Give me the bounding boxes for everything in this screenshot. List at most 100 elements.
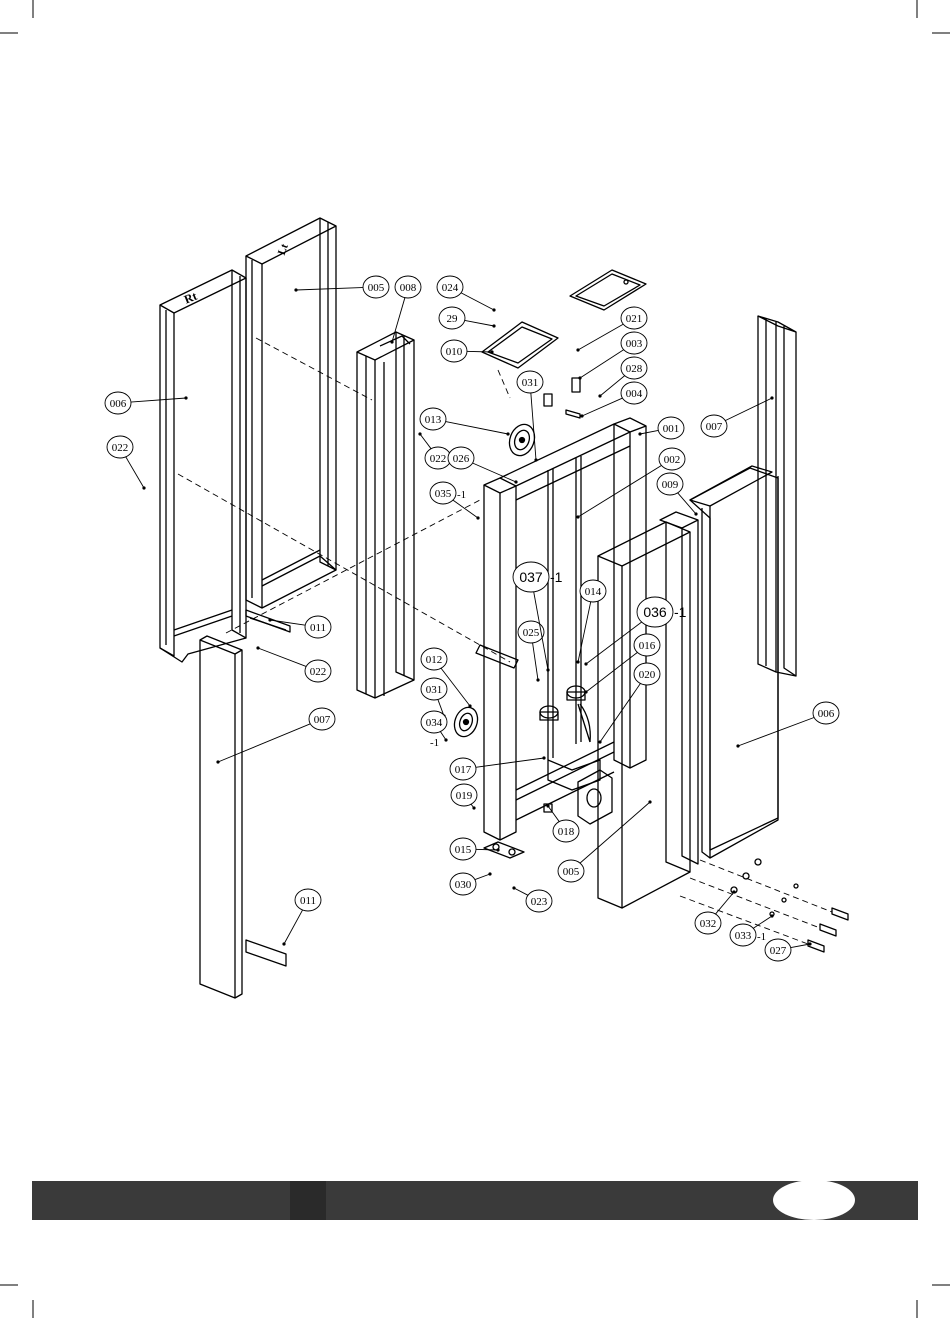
callout-label: 014 bbox=[585, 586, 602, 598]
leader-dot bbox=[584, 690, 587, 693]
callout-009: 009 bbox=[657, 473, 698, 516]
part-006-right-shroud bbox=[690, 466, 778, 858]
leader-dot bbox=[444, 738, 447, 741]
callout-label: 033 bbox=[735, 930, 752, 942]
part-007-left-lower-panel bbox=[200, 636, 286, 998]
callout-004: 004 bbox=[580, 382, 647, 418]
callout-022: 022 bbox=[418, 432, 451, 469]
callout-006: 006 bbox=[105, 392, 188, 414]
leader-line bbox=[582, 397, 624, 416]
leader-dot bbox=[492, 324, 495, 327]
callout-036: 036-1 bbox=[584, 597, 686, 666]
leader-line bbox=[640, 430, 660, 434]
callout-label: 008 bbox=[400, 282, 417, 294]
footer-tab bbox=[290, 1181, 326, 1220]
leader-line bbox=[258, 648, 308, 667]
leader-line bbox=[724, 398, 772, 421]
callout-suffix: -1 bbox=[550, 569, 563, 585]
leader-line bbox=[296, 287, 365, 290]
callout-011: 011 bbox=[282, 889, 321, 946]
leader-line bbox=[578, 323, 624, 350]
leader-dot bbox=[496, 848, 499, 851]
callout-010: 010 bbox=[441, 340, 494, 362]
leader-dot bbox=[542, 756, 545, 759]
leader-dot bbox=[580, 414, 583, 417]
leader-dot bbox=[256, 646, 259, 649]
leader-dot bbox=[584, 662, 587, 665]
callout-030: 030 bbox=[450, 872, 492, 895]
leader-dot bbox=[598, 740, 601, 743]
leader-dot bbox=[732, 890, 735, 893]
callout-label: 005 bbox=[563, 866, 580, 878]
callout-022: 022 bbox=[107, 436, 146, 490]
callout-label: 032 bbox=[700, 918, 717, 930]
callout-label: 024 bbox=[442, 282, 459, 294]
leader-dot bbox=[390, 340, 393, 343]
callout-label: 017 bbox=[455, 764, 472, 776]
callout-suffix: -1 bbox=[674, 604, 687, 620]
leader-dot bbox=[576, 660, 579, 663]
leader-dot bbox=[294, 288, 297, 291]
leader-line bbox=[463, 320, 494, 326]
leader-dot bbox=[488, 872, 491, 875]
callout-label: 021 bbox=[626, 313, 643, 325]
callout-label: 011 bbox=[300, 895, 316, 907]
callout-label: 002 bbox=[664, 454, 681, 466]
leader-dot bbox=[492, 308, 495, 311]
callout-label: 007 bbox=[706, 421, 723, 433]
part-018-plate bbox=[578, 770, 612, 824]
callout-label: 004 bbox=[626, 388, 643, 400]
callout-label: 003 bbox=[626, 338, 643, 350]
part-005-front-shroud bbox=[598, 522, 690, 908]
callout-label: 015 bbox=[455, 844, 472, 856]
callout-label: 019 bbox=[456, 790, 473, 802]
leader-line bbox=[129, 398, 186, 402]
callout-001: 001 bbox=[638, 417, 684, 439]
leader-line bbox=[600, 683, 641, 742]
callout-label: 022 bbox=[310, 666, 327, 678]
callout-017: 017 bbox=[450, 756, 546, 780]
leader-line bbox=[420, 434, 431, 449]
leader-line bbox=[578, 465, 663, 517]
callout-label: 035 bbox=[435, 488, 452, 500]
callout-label: 007 bbox=[314, 714, 331, 726]
callout-007: 007 bbox=[701, 396, 774, 437]
callout-label: 020 bbox=[639, 669, 656, 681]
leader-line bbox=[218, 723, 312, 762]
leader-line bbox=[752, 916, 772, 929]
leader-dot bbox=[534, 458, 537, 461]
part-007-right-rail bbox=[758, 316, 796, 676]
leader-line bbox=[578, 602, 591, 662]
callout-label: 026 bbox=[453, 453, 470, 465]
leader-dot bbox=[476, 516, 479, 519]
part-002-guide-rods bbox=[548, 456, 581, 760]
callout-015: 015 bbox=[450, 838, 500, 860]
callout-013: 013 bbox=[420, 408, 510, 436]
callout-label: 034 bbox=[426, 717, 443, 729]
leader-line bbox=[452, 499, 478, 518]
leader-dot bbox=[536, 678, 539, 681]
callout-034: 034-1 bbox=[421, 711, 448, 749]
callout-023: 023 bbox=[512, 886, 552, 912]
leader-line bbox=[548, 806, 560, 822]
callout-022: 022 bbox=[256, 646, 331, 682]
callout-019: 019 bbox=[451, 784, 477, 810]
callout-label: 006 bbox=[110, 398, 127, 410]
panel-mark-rt: Rt bbox=[182, 289, 199, 307]
callout-suffix: -1 bbox=[457, 489, 466, 501]
callout-label: 037 bbox=[519, 569, 543, 585]
leader-dot bbox=[142, 486, 145, 489]
callout-label: 027 bbox=[770, 945, 787, 957]
callout-008: 008 bbox=[390, 276, 421, 344]
callout-suffix: -1 bbox=[757, 931, 766, 943]
leader-line bbox=[471, 462, 516, 482]
part-006-left-shroud: Rt bbox=[160, 270, 246, 662]
leader-dot bbox=[184, 396, 187, 399]
leader-dot bbox=[576, 348, 579, 351]
callout-label: 030 bbox=[455, 879, 472, 891]
leader-line bbox=[579, 802, 650, 864]
callout-label: 011 bbox=[310, 622, 326, 634]
leader-dot bbox=[736, 744, 739, 747]
